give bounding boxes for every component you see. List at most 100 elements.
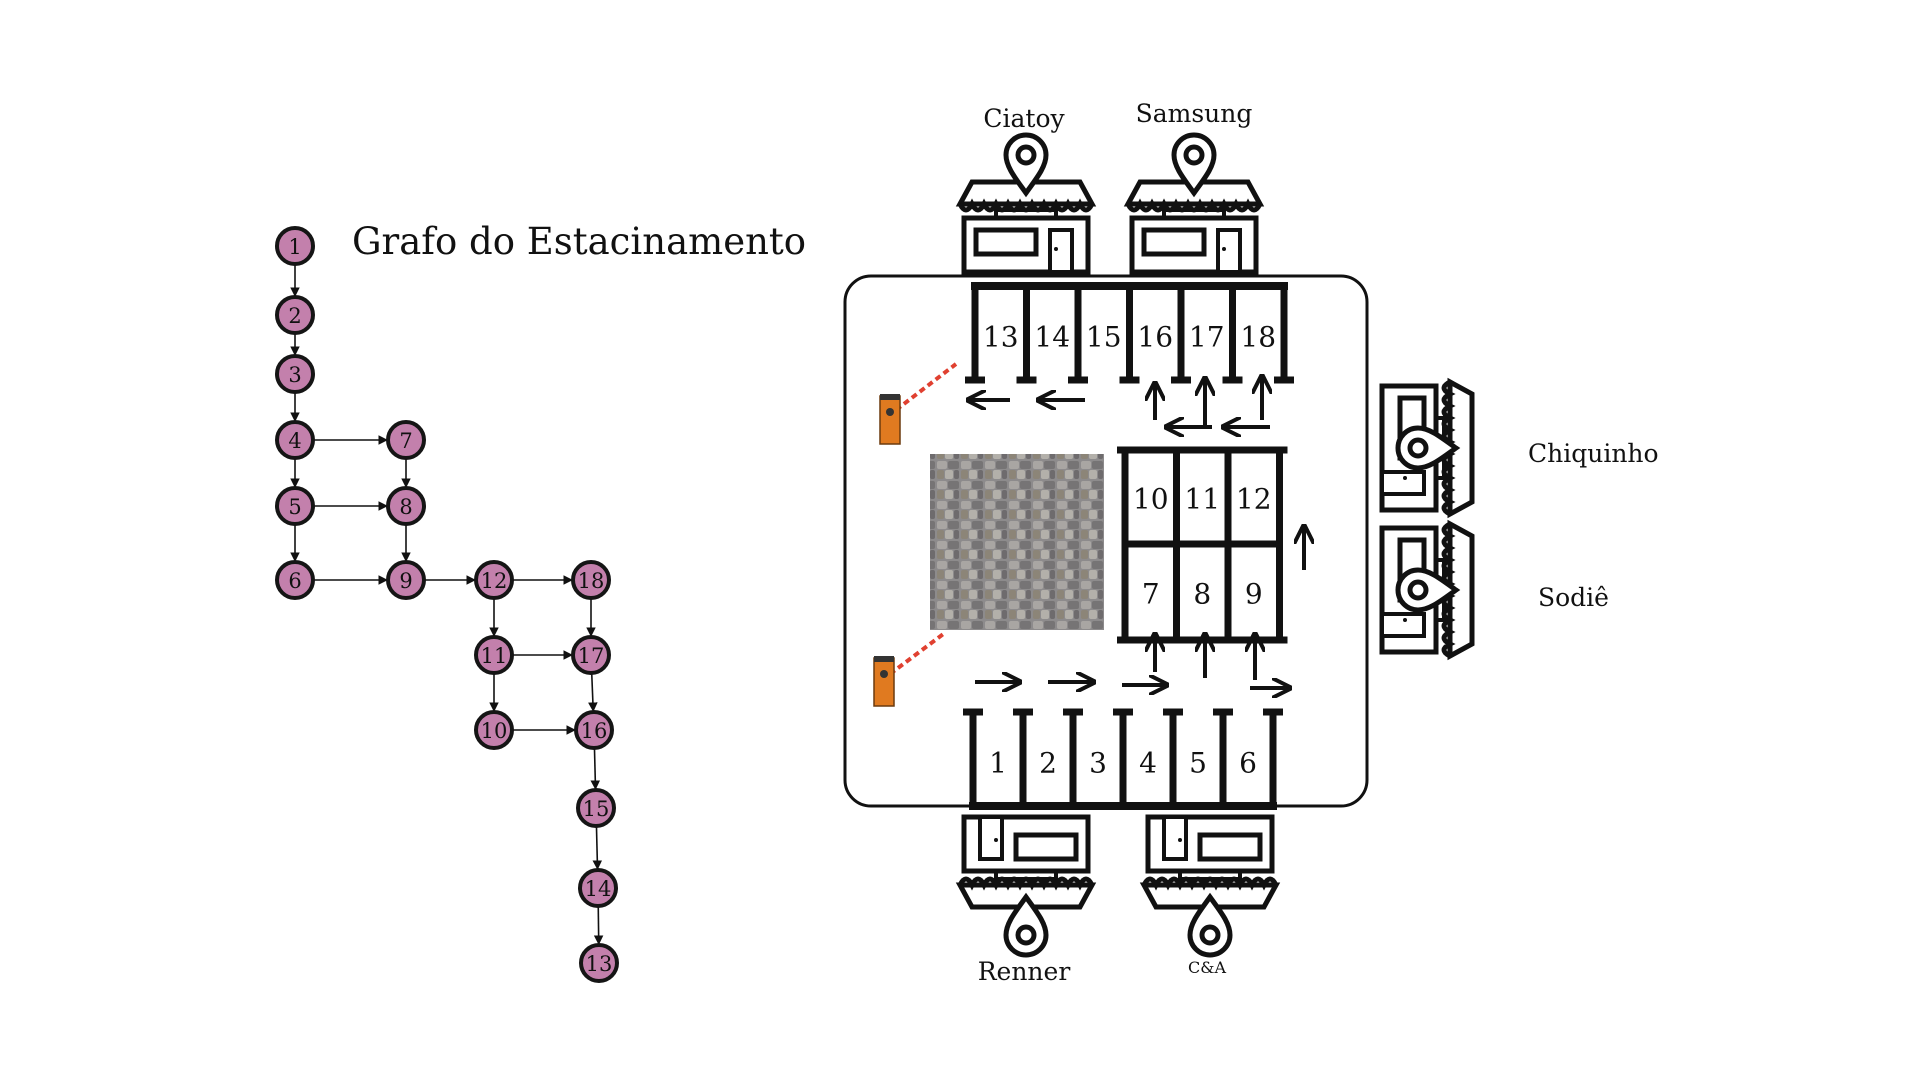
graph-node-17[interactable]: 17 [571,635,611,675]
graph-edge-17-16 [588,672,598,712]
graph-node-circle [474,635,514,675]
slot-number: 15 [1086,321,1122,354]
graph-node-5[interactable]: 5 [275,486,315,526]
parking-slot-10[interactable]: 10 [1133,483,1169,516]
graph-node-7[interactable]: 7 [386,420,426,460]
graph-node-1[interactable]: 1 [275,226,315,266]
graph-node-2[interactable]: 2 [275,295,315,335]
slot-number: 8 [1193,578,1211,611]
slot-number: 14 [1034,321,1070,354]
graph-node-label: 17 [578,644,605,668]
parking-slot-13[interactable]: 13 [979,290,1023,376]
graph-node-circle [474,710,514,750]
graph-node-label: 7 [399,429,412,453]
graph-node-6[interactable]: 6 [275,560,315,600]
slot-number: 6 [1239,747,1257,780]
parking-slot-11[interactable]: 11 [1184,483,1220,516]
parking-slot-6[interactable]: 6 [1227,716,1269,802]
graph-node-circle [275,560,315,600]
store-cea[interactable]: C&A [1144,817,1276,977]
graph-node-15[interactable]: 15 [576,788,616,828]
parking-slot-15[interactable]: 15 [1082,290,1126,376]
graph-node-circle [571,635,611,675]
slot-number: 11 [1184,483,1220,516]
graph-node-label: 13 [586,952,613,976]
graph-node-label: 11 [481,644,508,668]
graph-node-label: 16 [581,719,608,743]
parking-slot-7[interactable]: 7 [1142,578,1160,611]
graph-node-label: 12 [481,569,508,593]
store-samsung[interactable]: Samsung [1128,99,1260,272]
store-label-sodie: Sodiê [1538,583,1609,612]
store-label-cea: C&A [1188,958,1226,977]
store-ciatoy[interactable]: Ciatoy [960,104,1092,272]
graph-node-label: 3 [288,363,301,387]
graph-node-4[interactable]: 4 [275,420,315,460]
graph-node-9[interactable]: 9 [386,560,426,600]
parking-slot-16[interactable]: 16 [1134,290,1178,376]
graph-node-label: 6 [288,569,301,593]
slot-number: 2 [1039,747,1057,780]
page-title: Grafo do Estacinamento [352,220,806,263]
graph-node-18[interactable]: 18 [571,560,611,600]
store-chiquinho[interactable]: Chiquinho [1382,382,1659,514]
graph-node-label: 18 [578,569,605,593]
parking-slot-9[interactable]: 9 [1245,578,1263,611]
graph-edge-15-14 [592,825,603,870]
graph-node-14[interactable]: 14 [578,868,618,908]
graph-node-label: 15 [583,797,610,821]
parking-slot-2[interactable]: 2 [1027,716,1069,802]
slot-number: 16 [1137,321,1173,354]
graph-node-label: 1 [288,235,301,259]
parking-slot-1[interactable]: 1 [977,716,1019,802]
graph-node-circle [386,420,426,460]
parking-slot-12[interactable]: 12 [1236,483,1272,516]
store-sodie[interactable]: Sodiê [1382,524,1609,656]
graph-node-11[interactable]: 11 [474,635,514,675]
graph-node-10[interactable]: 10 [474,710,514,750]
graph-node-13[interactable]: 13 [579,943,619,983]
slot-number: 4 [1139,747,1157,780]
parking-barrier-icon [873,655,895,707]
parking-slot-4[interactable]: 4 [1127,716,1169,802]
parking-slot-3[interactable]: 3 [1077,716,1119,802]
direction-arrows [970,378,1304,688]
graph-node-label: 2 [288,304,301,328]
parking-slot-5[interactable]: 5 [1177,716,1219,802]
graph-node-label: 9 [399,569,412,593]
parking-slot-8[interactable]: 8 [1193,578,1211,611]
graph-node-label: 8 [399,495,412,519]
graph-node-12[interactable]: 12 [474,560,514,600]
graph-node-circle [275,420,315,460]
parking-slot-17[interactable]: 17 [1185,290,1229,376]
graph-node-3[interactable]: 3 [275,354,315,394]
parking-slot-18[interactable]: 18 [1237,290,1281,376]
graph-node-circle [578,868,618,908]
graph-node-circle [579,943,619,983]
slot-number: 18 [1240,321,1276,354]
slot-number: 13 [983,321,1019,354]
entry-barrier-bottom[interactable] [873,630,948,707]
cobblestone-pavement [930,454,1104,630]
store-renner[interactable]: Renner [960,817,1092,986]
slot-number: 9 [1245,578,1263,611]
store-label-chiquinho: Chiquinho [1528,439,1659,468]
graph-node-circle [275,354,315,394]
graph-node-circle [574,710,614,750]
graph-node-8[interactable]: 8 [386,486,426,526]
parking-slot-14[interactable]: 14 [1031,290,1075,376]
graph-node-label: 5 [288,495,301,519]
graph-node-label: 4 [288,429,301,453]
parking-barrier-icon [879,393,901,445]
slot-number: 1 [989,747,1007,780]
barrier-arm [894,362,958,412]
graph-node-16[interactable]: 16 [574,710,614,750]
graph-node-circle [474,560,514,600]
slot-number: 5 [1189,747,1207,780]
entry-barrier-top[interactable] [879,362,958,445]
store-label-ciatoy: Ciatoy [983,104,1065,133]
graph-node-circle [275,295,315,335]
graph-node-label: 14 [585,877,612,901]
